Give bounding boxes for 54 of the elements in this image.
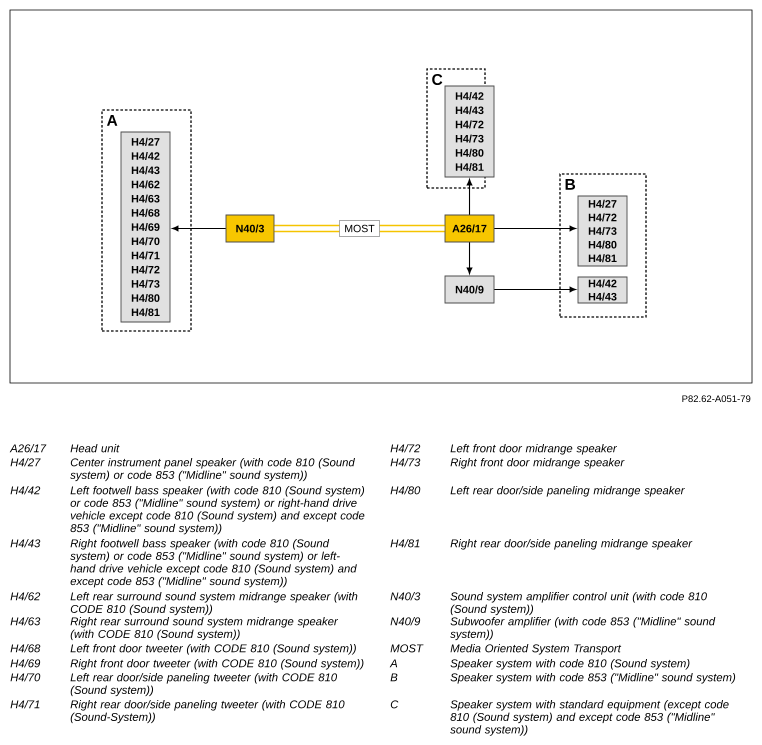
legend-text: Subwoofer amplifier (with code 853 ("Midline" sound system)) [450,617,716,640]
legend-code: H4/73 [390,458,420,466]
legend-code: H4/69 [10,659,40,668]
legend-code: H4/80 [390,486,420,494]
legend-text: Right front door tweeter (with CODE 810 (Sound system)) [70,659,364,670]
legend-code: N40/9 [390,617,420,626]
legend-text: Media Oriented System Transport [450,644,622,655]
legend-text: Left rear door/side paneling tweeter (with CODE 810 (Sound system)) [70,673,337,696]
legend-code: H4/81 [390,539,420,548]
speaker-list-box: H4/27 H4/72 H4/73 H4/80 H4/81 [578,196,628,266]
legend-text: Right footwell bass speaker (with code 810 (Sound system) or code 853 ("Midline" sound system) or left-hand drive vehicle except code 810 (Sound system) and except code 853 ("Midline" sound system)) [70,539,357,588]
legend-text: Right rear surround sound system midrange speaker (with CODE 810 (Sound system)) [70,617,338,640]
control-unit-box: N40/3 [226,214,274,242]
legend-text: Left front door midrange speaker [450,444,617,455]
legend-text: Left front door tweeter (with CODE 810 (Sound system)) [70,644,356,655]
legend-text: Sound system amplifier control unit (with code 810 (Sound system)) [450,592,707,616]
legend-code: MOST [390,644,424,652]
legend-code: H4/42 [10,486,40,494]
legend-text: Left rear surround sound system midrange speaker (with CODE 810 (Sound system)) [70,592,358,616]
legend-text: Right rear door/side paneling midrange speaker [450,539,692,550]
legend-text: Right rear door/side paneling tweeter (with CODE 810 (Sound-System)) [70,700,345,724]
legend-code: H4/68 [10,644,40,652]
legend-code: H4/71 [10,700,40,708]
edge-label: MOST [339,220,380,237]
legend-code: H4/72 [390,444,420,452]
speaker-list-box: H4/42 H4/43 [578,276,628,304]
legend-code: H4/62 [10,592,40,600]
legend-code: A [390,659,398,668]
legend-text: Speaker system with standard equipment (except code 810 (Sound system) and except code 853 ("Midline" sound system)) [450,700,729,736]
figure-code: P82.62-A051-79 [682,395,750,402]
arrow [172,226,226,232]
speaker-list-box: H4/42 H4/43 H4/72 H4/73 H4/80 H4/81 [444,86,494,178]
legend-code: C [390,700,398,708]
component-box: N40/9 [444,276,494,304]
legend-text: Speaker system with code 810 (Sound system) [450,659,690,670]
legend-text: Speaker system with code 853 ("Midline" sound system) [450,673,736,684]
legend-code: H4/63 [10,617,40,626]
legend-code: B [390,673,398,682]
legend-text: Left rear door/side paneling midrange speaker [450,486,685,497]
legend-text: Left footwell bass speaker (with code 810 (Sound system) or code 853 ("Midline" sound system) or right-hand drive vehicle except code 810 (Sound system) and except code 853 ("Midline" sound system)) [70,486,364,534]
legend-code: H4/43 [10,539,40,548]
legend-code: N40/3 [390,592,420,600]
control-unit-box: A26/17 [444,214,494,242]
arrow [494,286,576,292]
speaker-list-box: H4/27 H4/42 H4/43 H4/62 H4/63 H4/68 H4/69 H4/70 H4/71 H4/72 H4/73 H4/80 H4/81 [120,132,170,322]
legend-code: A26/17 [10,444,46,452]
legend-text: Head unit [70,444,120,452]
legend-text: Right front door midrange speaker [450,458,625,469]
arrow [466,242,472,274]
legend-code: H4/70 [10,673,40,682]
legend-code: H4/27 [10,458,41,466]
arrow [494,226,576,232]
legend-text: Center instrument panel speaker (with code 810 (Sound system) or code 853 ("Midline" sound system)) [70,458,355,482]
arrow [466,179,472,215]
